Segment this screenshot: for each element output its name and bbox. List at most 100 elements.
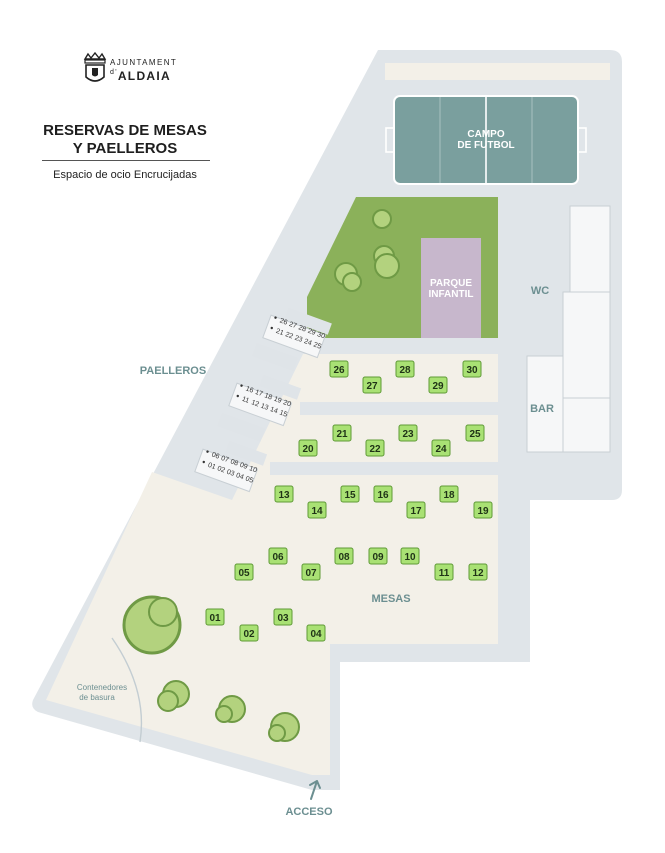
paellero-19[interactable]: 19 [273, 396, 283, 405]
table-25[interactable]: 25 [465, 424, 485, 442]
paellero-22[interactable]: 22 [284, 331, 294, 340]
table-marker [400, 547, 420, 565]
table-number: 09 [372, 552, 384, 563]
table-24[interactable]: 24 [431, 439, 451, 457]
table-07[interactable]: 07 [301, 563, 321, 581]
table-02[interactable]: 02 [239, 624, 259, 642]
table-03[interactable]: 03 [273, 608, 293, 626]
parque-label-line2: INFANTIL [429, 289, 474, 300]
contenedores-label-line2: de basura [79, 693, 115, 702]
paellero-10[interactable]: 10 [248, 465, 258, 474]
campo-label-line1: CAMPO [467, 129, 504, 140]
table-number: 18 [443, 490, 455, 501]
ajuntament-logo [80, 52, 190, 92]
table-marker [406, 501, 426, 519]
table-marker [340, 485, 360, 503]
table-marker [431, 439, 451, 457]
table-28[interactable]: 28 [395, 360, 415, 378]
paellero-11[interactable]: 11 [241, 396, 250, 405]
strip [385, 63, 610, 80]
table-17[interactable]: 17 [406, 501, 426, 519]
table-number: 07 [305, 568, 317, 579]
table-15[interactable]: 15 [340, 485, 360, 503]
paellero-09[interactable]: 09 [239, 462, 249, 471]
paellero-08[interactable]: 08 [229, 458, 239, 467]
table-19[interactable]: 19 [473, 501, 493, 519]
paellero-06[interactable]: 06 [211, 451, 221, 460]
table-marker [334, 547, 354, 565]
table-21[interactable]: 21 [332, 424, 352, 442]
table-14[interactable]: 14 [307, 501, 327, 519]
paellero-17[interactable]: 17 [254, 389, 264, 398]
paellero-28[interactable]: 28 [297, 324, 307, 333]
table-marker [205, 608, 225, 626]
table-10[interactable]: 10 [400, 547, 420, 565]
table-04[interactable]: 04 [306, 624, 326, 642]
parque-label-line1: PARQUE [430, 278, 472, 289]
paellero-16[interactable]: 16 [245, 385, 255, 394]
paellero-02[interactable]: 02 [216, 465, 226, 474]
paellero-30[interactable]: 30 [316, 331, 326, 340]
paelleros-group-b [217, 374, 302, 442]
page-subtitle: Espacio de ocio Encrucijadas [53, 169, 197, 181]
table-18[interactable]: 18 [439, 485, 459, 503]
title-divider [42, 160, 210, 161]
table-26[interactable]: 26 [329, 360, 349, 378]
paellero-01[interactable]: 01 [207, 462, 217, 471]
paellero-12[interactable]: 12 [250, 399, 260, 408]
paelleros-group-a [251, 307, 332, 372]
paellero-24[interactable]: 24 [303, 338, 313, 347]
table-13[interactable]: 13 [274, 485, 294, 503]
paellero-29[interactable]: 29 [307, 328, 317, 337]
paellero-03[interactable]: 03 [226, 469, 236, 478]
table-number: 11 [439, 568, 450, 579]
paellero-18[interactable]: 18 [263, 392, 273, 401]
table-05[interactable]: 05 [234, 563, 254, 581]
paellero-dot [274, 316, 277, 319]
table-marker [332, 424, 352, 442]
paellero-20[interactable]: 20 [282, 399, 292, 408]
table-12[interactable]: 12 [468, 563, 488, 581]
table-11[interactable]: 11 [434, 563, 454, 581]
tree-cluster-grass [334, 209, 400, 292]
paellero-07[interactable]: 07 [220, 455, 230, 464]
service-buildings [526, 205, 611, 453]
paellero-dot [202, 460, 205, 464]
playground: PARQUE INFANTIL [421, 238, 481, 338]
paellero-14[interactable]: 14 [269, 406, 279, 415]
acceso-label: ACCESO [285, 806, 333, 818]
paellero-15[interactable]: 15 [278, 409, 288, 418]
paellero-25[interactable]: 25 [312, 341, 322, 350]
table-09[interactable]: 09 [368, 547, 388, 565]
table-number: 04 [310, 629, 322, 640]
table-23[interactable]: 23 [398, 424, 418, 442]
paellero-26[interactable]: 26 [279, 317, 289, 326]
table-22[interactable]: 22 [365, 439, 385, 457]
paellero-27[interactable]: 27 [288, 321, 298, 330]
table-number: 27 [366, 381, 378, 392]
table-marker [373, 485, 393, 503]
paellero-04[interactable]: 04 [235, 472, 245, 481]
table-number: 26 [333, 365, 345, 376]
paellero-23[interactable]: 23 [294, 335, 304, 344]
paellero-dot [206, 450, 209, 453]
table-29[interactable]: 29 [428, 376, 448, 394]
table-number: 16 [377, 490, 389, 501]
table-08[interactable]: 08 [334, 547, 354, 565]
table-number: 10 [404, 552, 416, 563]
table-marker [268, 547, 288, 565]
paellero-13[interactable]: 13 [260, 403, 270, 412]
table-01[interactable]: 01 [205, 608, 225, 626]
table-27[interactable]: 27 [362, 376, 382, 394]
table-20[interactable]: 20 [298, 439, 318, 457]
table-16[interactable]: 16 [373, 485, 393, 503]
paellero-dot [236, 394, 239, 398]
paellero-21[interactable]: 21 [275, 328, 285, 337]
table-30[interactable]: 30 [462, 360, 482, 378]
table-06[interactable]: 06 [268, 547, 288, 565]
paellero-dot [240, 384, 243, 387]
table-number: 29 [432, 381, 444, 392]
paellero-05[interactable]: 05 [244, 475, 254, 484]
